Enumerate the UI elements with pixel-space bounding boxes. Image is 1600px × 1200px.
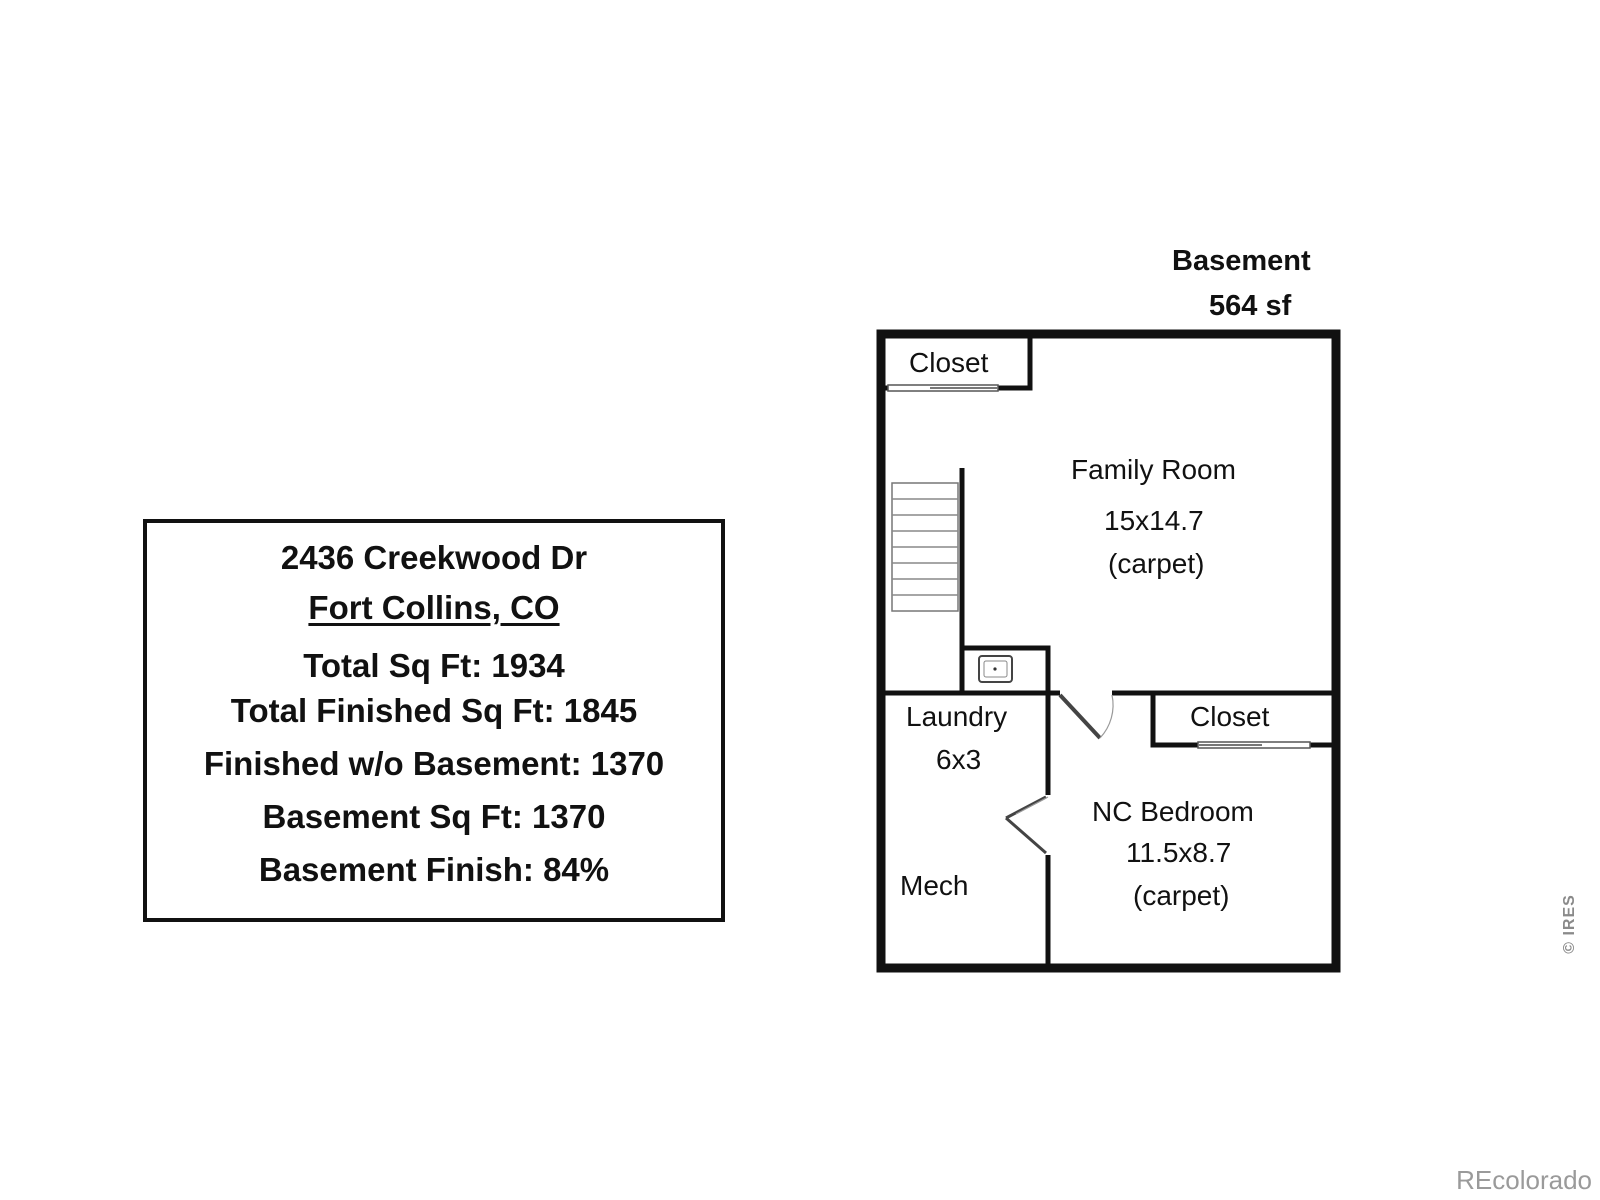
family-room-floor: (carpet)	[1108, 548, 1205, 579]
mech-label: Mech	[900, 870, 969, 901]
bedroom-floor: (carpet)	[1133, 880, 1230, 911]
ires-watermark: © IRES	[1561, 894, 1578, 954]
stairs	[891, 482, 959, 612]
finished-without-basement: Finished w/o Basement: 1370	[203, 745, 665, 782]
basement-sqft: Basement Sq Ft: 1370	[262, 798, 606, 835]
laundry-name: Laundry	[906, 701, 1008, 732]
sink-nook-wall	[962, 645, 1051, 693]
bedroom-size: 11.5x8.7	[1126, 837, 1232, 868]
property-city: Fort Collins, CO	[308, 589, 560, 626]
basement-finish: Basement Finish: 84%	[258, 851, 610, 888]
laundry-door	[1005, 795, 1049, 855]
total-sqft: Total Sq Ft: 1934	[303, 647, 565, 684]
property-info-box: 2436 Creekwood Dr Fort Collins, CO Total…	[143, 519, 725, 922]
recolorado-watermark: REcolorado	[1456, 1165, 1592, 1195]
floor-area: 564 sf	[1209, 290, 1292, 322]
family-room-name: Family Room	[1071, 454, 1236, 485]
outer-wall	[876, 329, 1341, 973]
floor-name: Basement	[1172, 245, 1311, 277]
laundry-size: 6x3	[936, 744, 982, 775]
sink-icon	[978, 655, 1013, 683]
closet-top-label: Closet	[909, 347, 989, 378]
closet-bedroom-label: Closet	[1190, 701, 1270, 732]
total-finished-sqft: Total Finished Sq Ft: 1845	[230, 692, 638, 729]
family-room-size: 15x14.7	[1104, 505, 1204, 536]
property-address: 2436 Creekwood Dr	[280, 539, 588, 576]
bedroom-name: NC Bedroom	[1092, 796, 1254, 827]
bedroom-door	[1058, 693, 1114, 740]
